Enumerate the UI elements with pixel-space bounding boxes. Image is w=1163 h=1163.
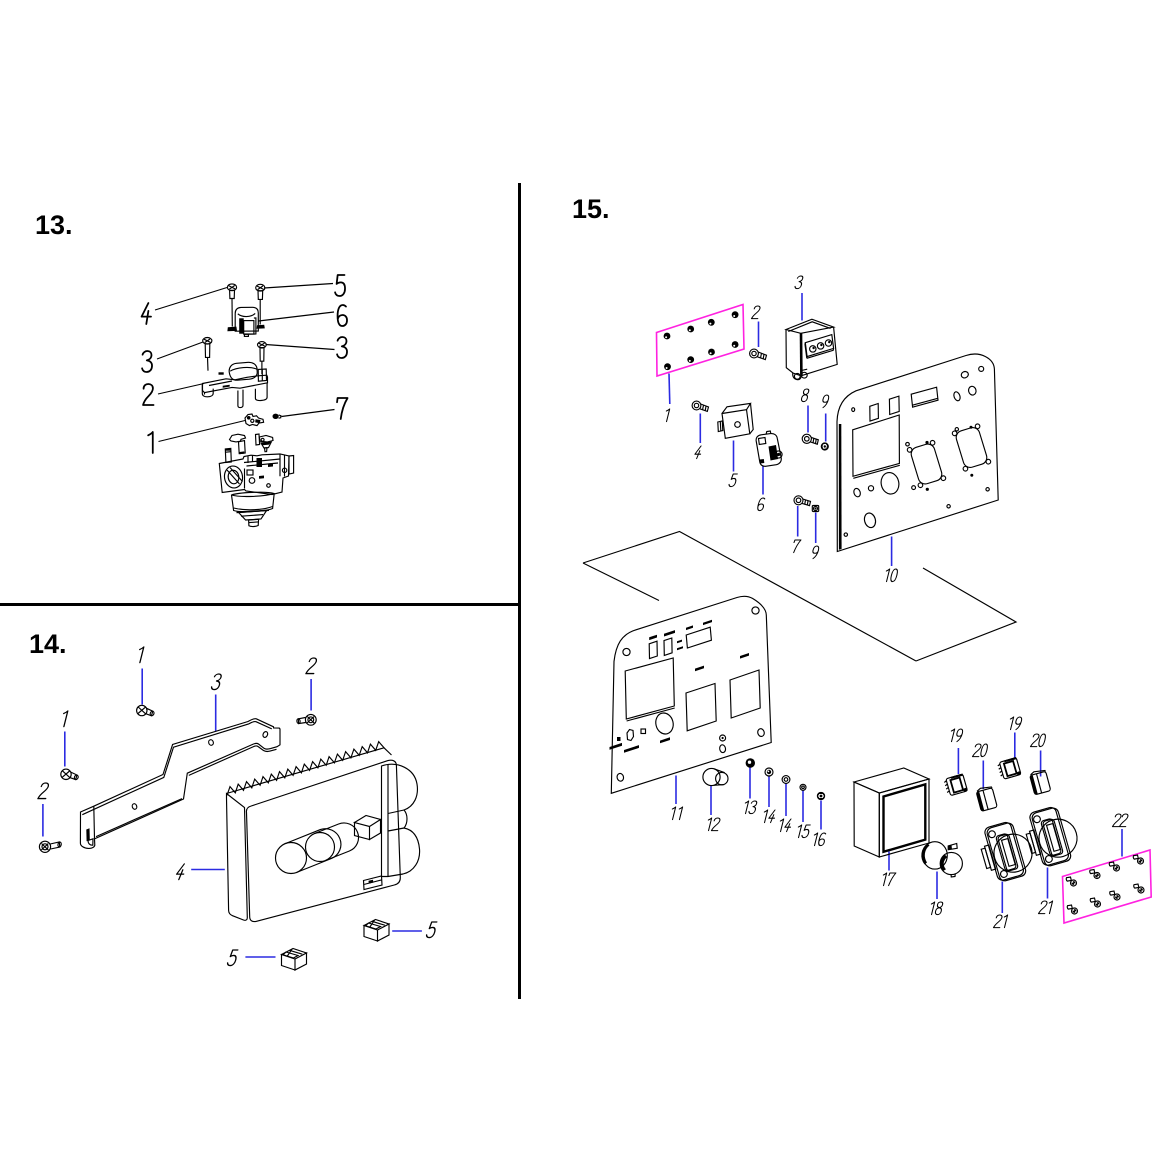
svg-text:13.: 13. <box>35 210 73 240</box>
svg-text:14.: 14. <box>29 629 67 659</box>
svg-text:15.: 15. <box>572 194 610 224</box>
